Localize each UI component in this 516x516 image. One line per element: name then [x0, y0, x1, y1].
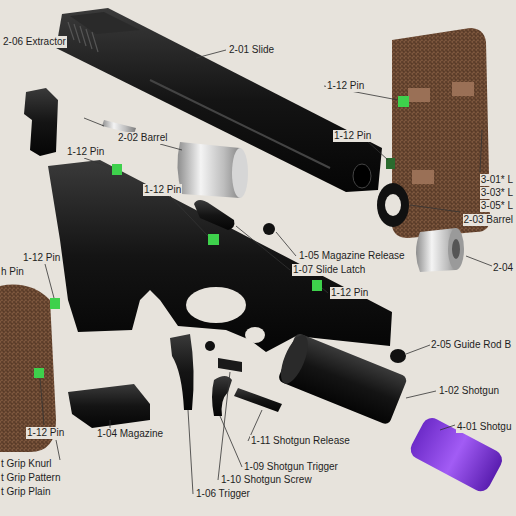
- part-label: 1-06 Trigger: [195, 488, 251, 500]
- part-label: 1-02 Shotgun: [438, 385, 500, 397]
- part-label: t Grip Plain: [0, 486, 51, 498]
- part-label: 1-11 Shotgun Release: [250, 435, 351, 447]
- part-label: 1-09 Shotgun Trigger: [243, 461, 339, 473]
- part-label: 1-10 Shotgun Screw: [220, 474, 313, 486]
- part-label: 3-05* L: [480, 200, 514, 212]
- part-label: 1-04 Magazine: [96, 428, 164, 440]
- part-label: 1-12 Pin: [26, 427, 65, 439]
- part-label: t Grip Pattern: [0, 472, 61, 484]
- part-label: 1-12 Pin: [22, 252, 61, 264]
- part-label: t Grip Knurl: [0, 458, 53, 470]
- part-label: 1-07 Slide Latch: [292, 264, 366, 276]
- part-label: 2-01 Slide: [228, 44, 275, 56]
- part-label: 3-03* L: [480, 187, 514, 199]
- part-label: 1-12 Pin: [333, 130, 372, 142]
- part-label: 2-03 Barrel: [463, 214, 514, 226]
- part-label: 2-06 Extractor: [2, 36, 67, 48]
- part-label: 2-05 Guide Rod B: [430, 339, 512, 351]
- part-label: 1-12 Pin: [326, 80, 365, 92]
- part-label: 1-05 Magazine Release: [298, 250, 406, 262]
- part-label: h Pin: [0, 266, 25, 278]
- part-label: 1-12 Pin: [143, 184, 182, 196]
- part-label: 1-12 Pin: [66, 146, 105, 158]
- part-label: 2-02 Barrel: [117, 132, 168, 144]
- part-label: 2-04: [492, 262, 514, 274]
- part-label: 1-12 Pin: [330, 287, 369, 299]
- part-label: 4-01 Shotgu: [456, 421, 513, 433]
- part-label: 3-01* L: [480, 174, 514, 186]
